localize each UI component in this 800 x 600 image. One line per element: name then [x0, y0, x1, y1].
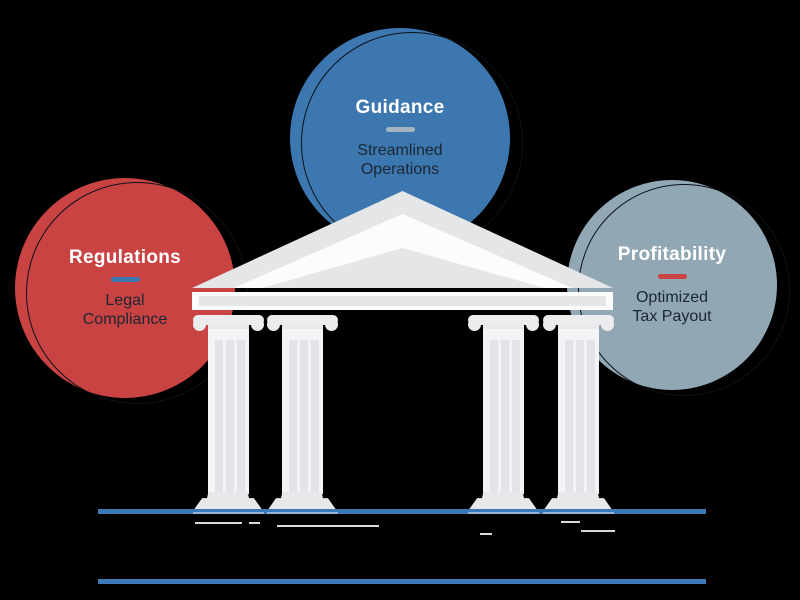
column-1-flutes: [207, 340, 249, 494]
column-2-flutes: [281, 340, 323, 494]
column-4-capital: [542, 315, 614, 325]
ground-highlight-column-2: [267, 511, 338, 514]
column-1-capital: [192, 315, 264, 325]
column-2-volute-left: [266, 318, 280, 331]
column-1-base: [193, 492, 263, 511]
column-3-base: [468, 492, 538, 511]
column-1-volute-left: [192, 318, 206, 331]
ground-line-lower: [98, 579, 706, 584]
entablature: [192, 292, 613, 310]
column-4: [542, 315, 614, 511]
column-1-shaft: [207, 324, 249, 494]
water-reflection-dash: [195, 522, 242, 524]
column-4-shaft: [557, 324, 599, 494]
column-3-flutes: [482, 340, 524, 494]
column-2: [266, 315, 338, 511]
column-1-volute-right: [250, 318, 264, 331]
bubble-profitability-outline-circle: [578, 184, 790, 396]
water-reflection-dash: [249, 522, 260, 524]
column-4-flutes: [557, 340, 599, 494]
ground-line-upper: [98, 509, 706, 514]
column-4-volute-left: [542, 318, 556, 331]
column-4-base: [543, 492, 613, 511]
entablature-frieze: [199, 296, 606, 306]
column-3: [467, 315, 539, 511]
water-reflection-dash: [480, 533, 492, 535]
ground-highlight-column-4: [543, 511, 614, 514]
column-4-volute-right: [600, 318, 614, 331]
water-reflection-dash: [581, 530, 615, 532]
ground-highlight-column-3: [468, 511, 539, 514]
column-2-capital: [266, 315, 338, 325]
column-3-capital: [467, 315, 539, 325]
water-reflection-dash: [277, 525, 379, 527]
column-3-volute-right: [525, 318, 539, 331]
water-reflection-dash: [561, 521, 580, 523]
column-2-base: [267, 492, 337, 511]
column-2-volute-right: [324, 318, 338, 331]
column-3-shaft: [482, 324, 524, 494]
ground-highlight-column-1: [193, 511, 264, 514]
column-2-shaft: [281, 324, 323, 494]
column-3-volute-left: [467, 318, 481, 331]
column-1: [192, 315, 264, 511]
